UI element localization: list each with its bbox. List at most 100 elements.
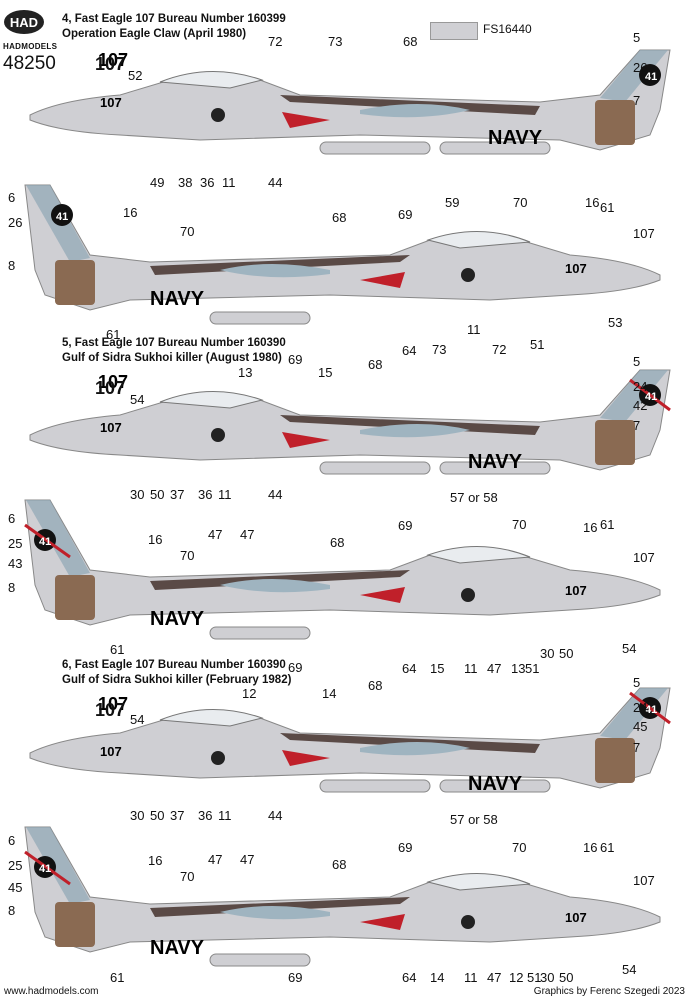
title-line: 6, Fast Eagle 107 Bureau Number 160390 bbox=[62, 659, 286, 671]
tail-number: 41 bbox=[645, 704, 657, 716]
callout-number: 51 bbox=[530, 337, 545, 352]
callout-number: 64 bbox=[402, 970, 417, 985]
callout-number: 11 bbox=[467, 322, 481, 337]
callout-number: 24 bbox=[633, 700, 648, 715]
callout-number: 69 bbox=[398, 840, 413, 855]
callout-number: 13 bbox=[511, 661, 526, 676]
title-line: 5, Fast Eagle 107 Bureau Number 160390 bbox=[62, 337, 286, 349]
callout-number: 50 bbox=[150, 808, 165, 823]
callout-number: 43 bbox=[8, 556, 23, 571]
section-title-5: 5, Fast Eagle 107 Bureau Number 160390 G… bbox=[62, 336, 286, 366]
callout-number: 14 bbox=[430, 970, 445, 985]
callout-number: 37 bbox=[170, 487, 185, 502]
callout-number: 70 bbox=[180, 869, 195, 884]
modex-callout: 107 bbox=[95, 700, 126, 720]
callout-number: 61 bbox=[600, 517, 615, 532]
modex-small: 107 bbox=[565, 261, 587, 276]
airframe-right-facing bbox=[24, 826, 661, 967]
callout-number: 51 bbox=[525, 661, 540, 676]
callout-number: 13 bbox=[238, 365, 253, 380]
hadmodels-logo: HAD bbox=[4, 10, 44, 34]
callout-number: 42 bbox=[633, 398, 648, 413]
tail-number: 41 bbox=[645, 391, 657, 403]
brand-name: HADMODELS bbox=[3, 42, 58, 51]
callout-number: 45 bbox=[633, 719, 648, 734]
callout-number: 70 bbox=[513, 195, 528, 210]
callout-number: 57 or 58 bbox=[450, 812, 498, 827]
callout-number: 47 bbox=[208, 852, 223, 867]
callout-number: 30 bbox=[130, 808, 145, 823]
callout-number: 69 bbox=[288, 660, 303, 675]
callout-number: 44 bbox=[268, 808, 283, 823]
callout-number: 54 bbox=[622, 962, 637, 977]
tail-number: 41 bbox=[39, 536, 51, 548]
callout-number: 45 bbox=[8, 880, 23, 895]
airframe-left-facing bbox=[29, 369, 671, 475]
callout-number: 69 bbox=[288, 352, 303, 367]
svg-text:HAD: HAD bbox=[10, 15, 38, 30]
callout-number: 73 bbox=[432, 342, 447, 357]
callout-number: 47 bbox=[487, 661, 502, 676]
callout-number: 16 bbox=[123, 205, 138, 220]
callout-number: 26 bbox=[633, 60, 648, 75]
callout-number: 7 bbox=[633, 740, 641, 755]
callout-number: 16 bbox=[148, 532, 163, 547]
callout-number: 24 bbox=[633, 379, 648, 394]
callout-number: 25 bbox=[8, 536, 23, 551]
callout-number: 107 bbox=[633, 550, 655, 565]
callout-number: 36 bbox=[198, 808, 213, 823]
callout-number: 54 bbox=[130, 392, 145, 407]
callout-number: 7 bbox=[633, 418, 641, 433]
title-line: 4, Fast Eagle 107 Bureau Number 160399 bbox=[62, 13, 286, 25]
callout-number: 61 bbox=[106, 327, 121, 342]
callout-number: 12 bbox=[242, 686, 257, 701]
callout-number: 11 bbox=[218, 487, 232, 502]
modex-nose: 107 bbox=[98, 694, 128, 714]
website: www.hadmodels.com bbox=[4, 986, 99, 997]
callout-number: 30 bbox=[130, 487, 145, 502]
tail-number: 41 bbox=[39, 863, 51, 875]
callout-number: 70 bbox=[512, 517, 527, 532]
callout-number: 14 bbox=[322, 686, 337, 701]
aircraft-profile-3: NAVY 107 107 41 bbox=[29, 369, 671, 475]
callout-number: 68 bbox=[332, 857, 347, 872]
callout-number: 16 bbox=[583, 840, 598, 855]
callout-number: 7 bbox=[633, 93, 641, 108]
callout-number: 70 bbox=[180, 548, 195, 563]
airframe-left-facing bbox=[29, 687, 671, 793]
callout-number: 15 bbox=[430, 661, 445, 676]
callout-number: 50 bbox=[150, 487, 165, 502]
airframe-left-facing bbox=[29, 49, 671, 155]
section-title-4: 4, Fast Eagle 107 Bureau Number 160399 O… bbox=[62, 12, 286, 42]
callout-number: 68 bbox=[330, 535, 345, 550]
callout-number: 59 bbox=[445, 195, 460, 210]
callout-number: 47 bbox=[240, 527, 255, 542]
callout-number: 36 bbox=[198, 487, 213, 502]
modex-small: 107 bbox=[565, 583, 587, 598]
callout-number: 5 bbox=[633, 675, 641, 690]
navy-text: NAVY bbox=[150, 288, 205, 310]
callout-number: 11 bbox=[464, 970, 478, 985]
callout-number: 47 bbox=[208, 527, 223, 542]
callout-number: 70 bbox=[512, 840, 527, 855]
callout-number: 64 bbox=[402, 343, 417, 358]
callout-number: 68 bbox=[368, 678, 383, 693]
callout-number: 47 bbox=[240, 852, 255, 867]
callout-number: 51 bbox=[527, 970, 542, 985]
callout-number: 61 bbox=[110, 642, 125, 657]
callout-number: 68 bbox=[368, 357, 383, 372]
navy-text: NAVY bbox=[150, 608, 205, 630]
tail-number: 41 bbox=[645, 71, 657, 83]
navy-text: NAVY bbox=[488, 127, 543, 149]
airframe-right-facing bbox=[24, 184, 661, 325]
callout-number: 16 bbox=[583, 520, 598, 535]
callout-number: 68 bbox=[403, 34, 418, 49]
callout-number: 37 bbox=[170, 808, 185, 823]
credits: Graphics by Ferenc Szegedi 2023 bbox=[533, 986, 685, 997]
callout-number: 11 bbox=[222, 175, 236, 190]
callout-number: 8 bbox=[8, 903, 16, 918]
callout-number: 49 bbox=[150, 175, 165, 190]
modex-small: 107 bbox=[100, 420, 122, 435]
modex-small: 107 bbox=[100, 95, 122, 110]
callout-number: 72 bbox=[268, 34, 283, 49]
